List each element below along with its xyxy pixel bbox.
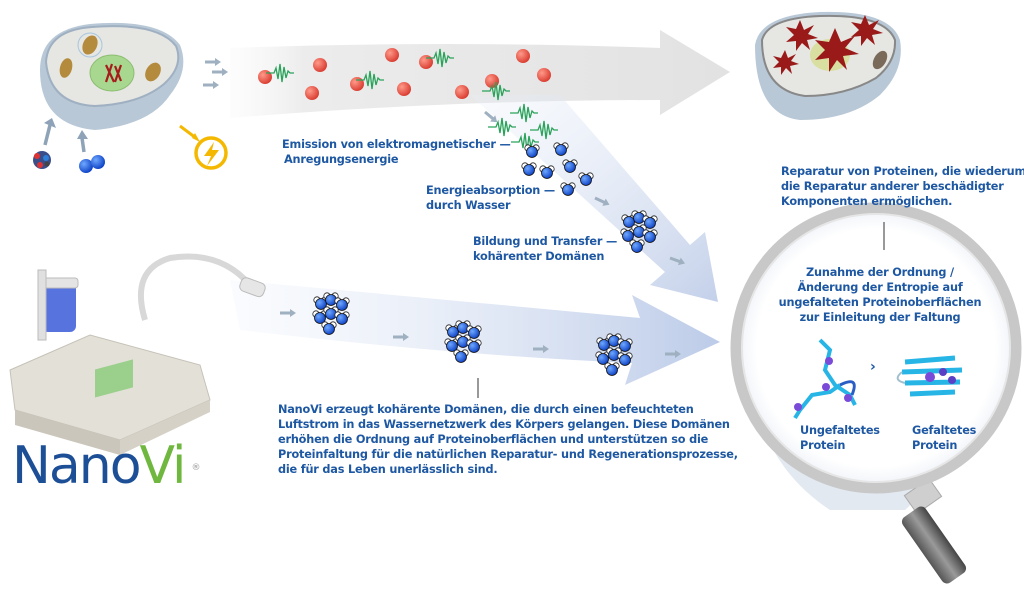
- unfolded-label-line: Protein: [800, 439, 846, 452]
- order-label-line: ungefalteten Proteinoberflächen: [778, 296, 982, 309]
- repair-label: Reparatur von Proteinen, die wiederum di…: [781, 164, 1024, 209]
- emission-particles: [258, 48, 559, 152]
- folded-protein-icon: [896, 355, 963, 397]
- logo-nano: Nano: [12, 436, 142, 496]
- emission-label: Emission von elektromagnetischer — Anreg…: [282, 137, 511, 167]
- order-label-line: Änderung der Entropie auf: [797, 281, 963, 294]
- order-label-line: Zunahme der Ordnung /: [806, 266, 954, 279]
- emission-label-line: Emission von elektromagnetischer —: [282, 138, 511, 151]
- emission-flow-arrow: [230, 30, 730, 118]
- fold-arrow: ›: [870, 359, 876, 375]
- folded-protein-label: Gefaltetes Protein: [912, 423, 976, 453]
- description-line: Luftstrom in das Wassernetzwerk des Körp…: [278, 418, 730, 431]
- nanovi-device-icon: [9, 253, 266, 455]
- magnifier-icon: [730, 202, 1022, 584]
- oxygen-molecule-icon: [79, 155, 105, 173]
- registered-mark: ®: [191, 463, 200, 473]
- repair-label-line: Reparatur von Proteinen, die wiederum: [781, 165, 1024, 178]
- transfer-label: Bildung und Transfer — kohärenter Domäne…: [473, 234, 617, 264]
- description-line: die für das Leben unerlässlich sind.: [278, 463, 498, 476]
- logo-vi: Vi: [139, 436, 187, 496]
- repair-label-line: die Reparatur anderer beschädigter: [781, 180, 1004, 193]
- energy-bolt-icon: [179, 124, 228, 170]
- description-line: NanoVi erzeugt kohärente Domänen, die du…: [278, 403, 694, 416]
- description-line: Proteinfaltung für die natürlichen Repar…: [278, 448, 738, 461]
- folded-label-line: Gefaltetes: [912, 424, 977, 437]
- folded-label-line: Protein: [912, 439, 958, 452]
- transfer-label-line: kohärenter Domänen: [473, 250, 605, 263]
- cell-output-arrows: [203, 58, 228, 89]
- description-line: erhöhen die Ordnung auf Proteinoberfläch…: [278, 433, 709, 446]
- nutrient-molecule-icon: [33, 151, 51, 169]
- emission-label-line: Anregungsenergie: [284, 153, 399, 166]
- order-label-line: zur Einleitung der Faltung: [799, 311, 961, 324]
- absorption-label-line: Energieabsorption —: [426, 184, 555, 197]
- repair-label-line: Komponenten ermöglichen.: [781, 195, 953, 208]
- absorption-label: Energieabsorption — durch Wasser: [426, 183, 555, 213]
- damaged-cell-icon: [755, 11, 901, 120]
- unfolded-label-line: Ungefaltetes: [800, 424, 880, 437]
- description-text: NanoVi erzeugt kohärente Domänen, die du…: [278, 402, 738, 477]
- healthy-cell-icon: [40, 22, 184, 131]
- transfer-label-line: Bildung und Transfer —: [473, 235, 618, 248]
- unfolded-protein-icon: [793, 338, 857, 420]
- absorption-label-line: durch Wasser: [426, 199, 511, 212]
- input-arrows: [43, 118, 88, 153]
- unfolded-protein-label: Ungefaltetes Protein: [800, 423, 880, 453]
- nanovi-logo: NanoVi ®: [12, 436, 200, 496]
- order-label: Zunahme der Ordnung / Änderung der Entro…: [770, 265, 990, 325]
